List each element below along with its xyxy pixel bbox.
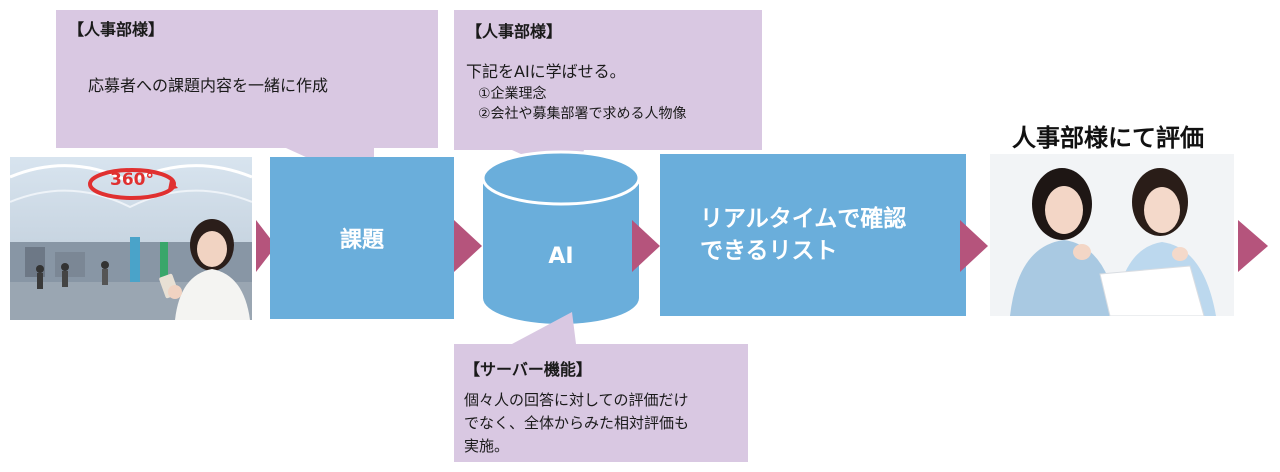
task-box-label: 課題 xyxy=(339,228,384,253)
callout-server-line3: 実施。 xyxy=(464,437,510,455)
callout-ai-training-line1: 下記をAIに学ばせる。 xyxy=(466,62,626,81)
callout-ai-training-title: 【人事部様】 xyxy=(466,22,563,41)
callout-ai-training-line3: ②会社や募集部署で求める人物像 xyxy=(478,106,687,122)
callout-server-line2: でなく、全体からみた相対評価も xyxy=(464,414,690,432)
evaluators-photo xyxy=(990,154,1234,316)
realtime-list-line1: リアルタイムで確認 xyxy=(700,205,907,232)
callout-server-title: 【サーバー機能】 xyxy=(464,360,592,379)
realtime-list-line2: できるリスト xyxy=(700,238,838,264)
flow-arrow-3 xyxy=(632,220,660,272)
flow-arrow-5 xyxy=(1238,220,1268,272)
callout-task-creation-bg xyxy=(56,10,438,188)
callout-ai-training-line2: ①企業理念 xyxy=(478,86,547,102)
ai-label: AI xyxy=(548,244,574,269)
realtime-list-box: リアルタイムで確認 できるリスト xyxy=(660,154,966,316)
flow-arrow-4 xyxy=(960,220,988,272)
flow-arrow-2 xyxy=(454,220,482,272)
evaluation-title: 人事部様にて評価 xyxy=(1012,124,1204,152)
airport-photo xyxy=(10,157,252,320)
callout-task-creation-text: 応募者への課題内容を一緒に作成 xyxy=(88,76,329,95)
callout-task-creation-title: 【人事部様】 xyxy=(68,20,165,39)
task-box: 課題 xyxy=(270,157,454,319)
rotate-360-icon xyxy=(88,168,178,200)
callout-ai-training-bg xyxy=(454,10,762,178)
ai-database-cylinder xyxy=(481,150,641,324)
flow-arrow-1 xyxy=(256,220,276,272)
badge-360-label: 360° xyxy=(110,170,154,190)
callout-server-bg xyxy=(454,312,748,462)
callout-server-line1: 個々人の回答に対しての評価だけ xyxy=(464,391,689,409)
